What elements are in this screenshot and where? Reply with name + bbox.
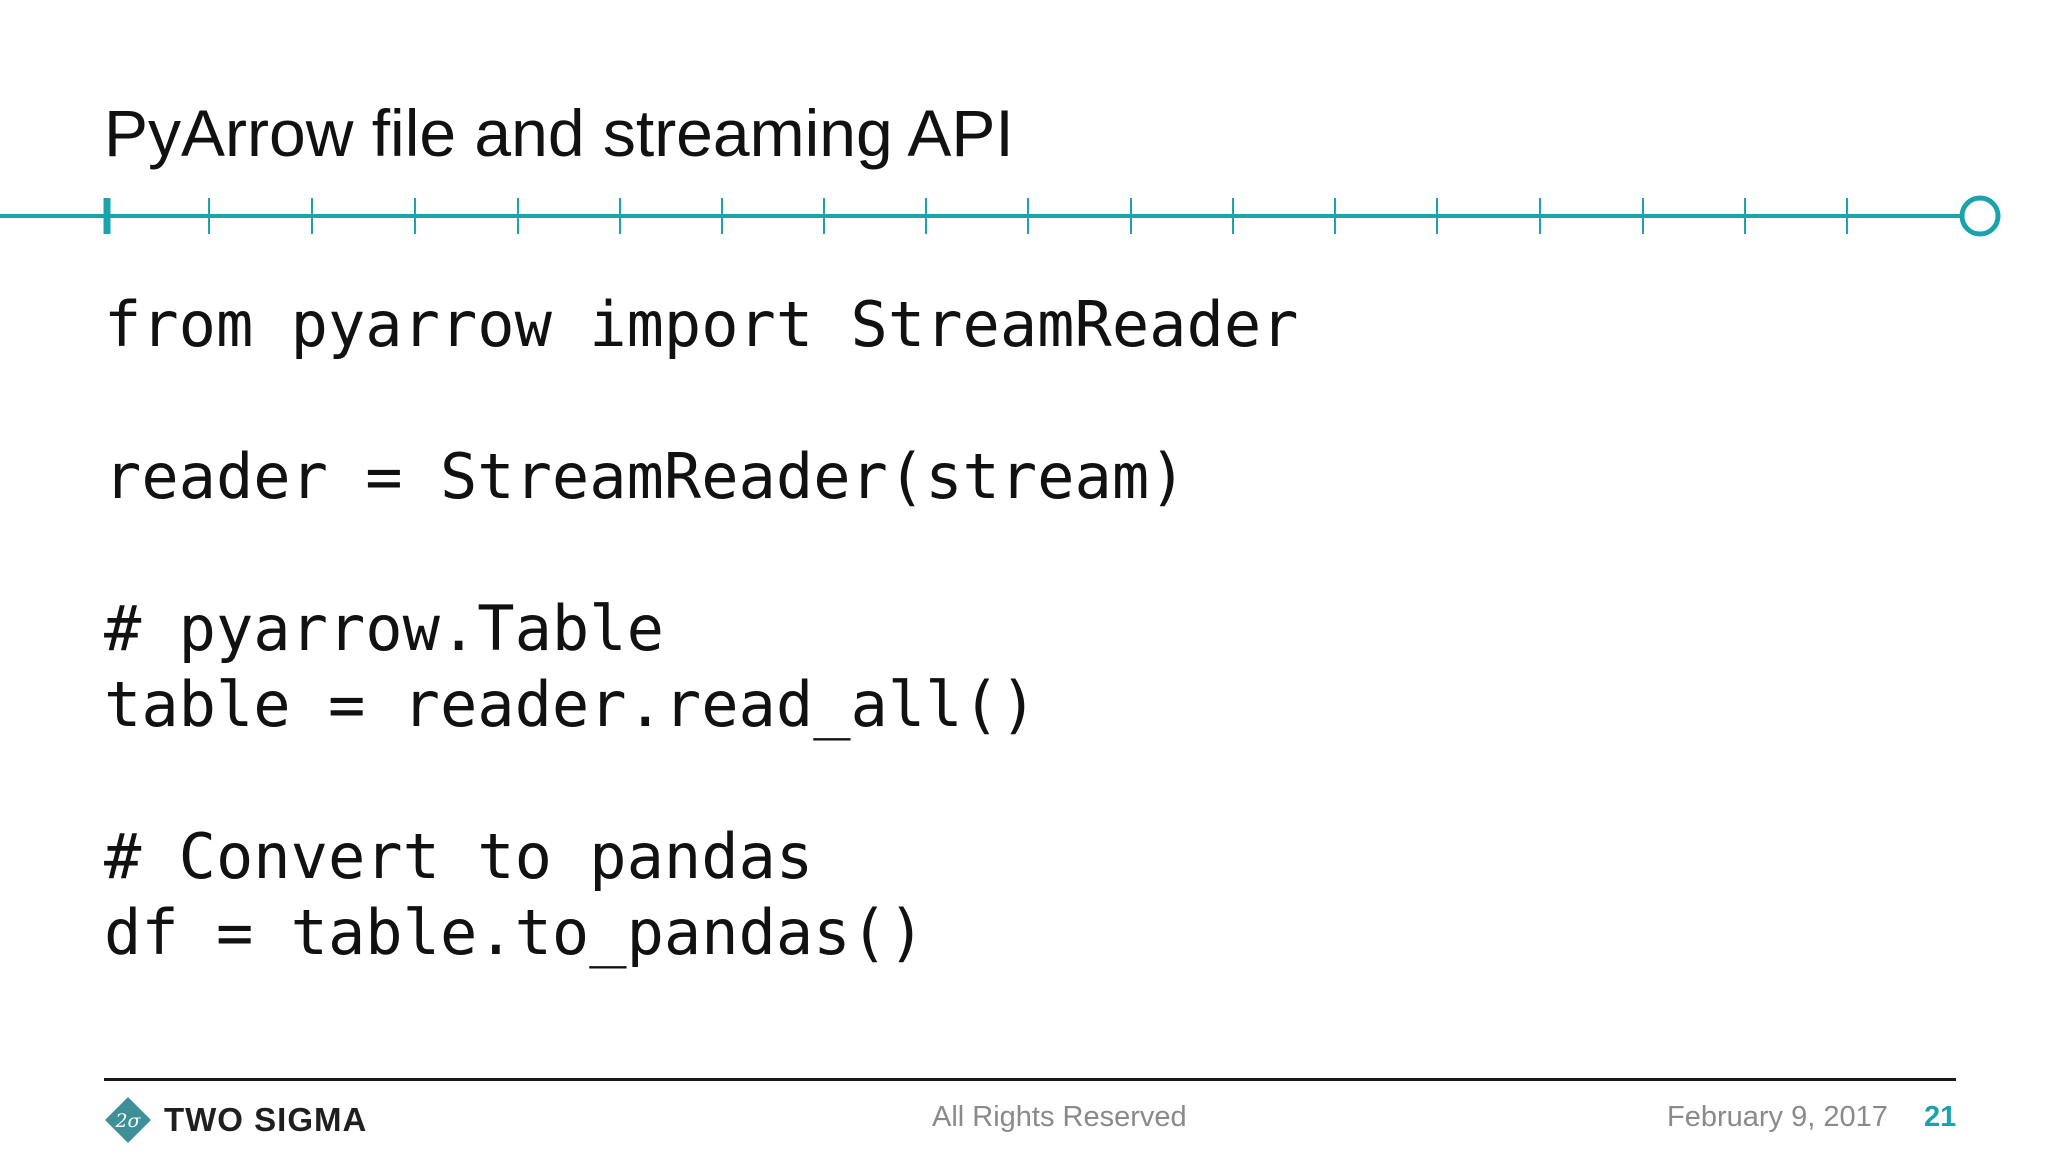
page-number: 21 [1924, 1101, 1957, 1133]
timeline-end-circle [1959, 195, 2001, 237]
code-line: reader = StreamReader(stream) [104, 440, 1187, 513]
timeline-group [0, 195, 2001, 237]
rights-text: All Rights Reserved [932, 1101, 1187, 1133]
code-line: from pyarrow import StreamReader [104, 288, 1299, 361]
code-line: table = reader.read_all() [104, 668, 1038, 741]
code-line: # Convert to pandas [104, 820, 814, 893]
slide-title: PyArrow file and streaming API [104, 96, 1014, 170]
code-line [104, 743, 1298, 819]
footer-divider [104, 1078, 1956, 1081]
svg-text:2σ: 2σ [114, 1110, 141, 1132]
logo-text: TWO SIGMA [164, 1101, 368, 1138]
code-line [104, 515, 1298, 591]
slide-date: February 9, 2017 [1667, 1101, 1888, 1133]
code-line: df = table.to_pandas() [104, 896, 926, 969]
code-block: from pyarrow import StreamReader reader =… [104, 287, 1298, 971]
code-line: # pyarrow.Table [104, 592, 664, 665]
timeline-decoration [0, 195, 2001, 237]
two-sigma-logo: 2σ TWO SIGMA [104, 1096, 367, 1144]
code-line [104, 363, 1298, 439]
two-sigma-logo-icon: 2σ [105, 1097, 151, 1143]
